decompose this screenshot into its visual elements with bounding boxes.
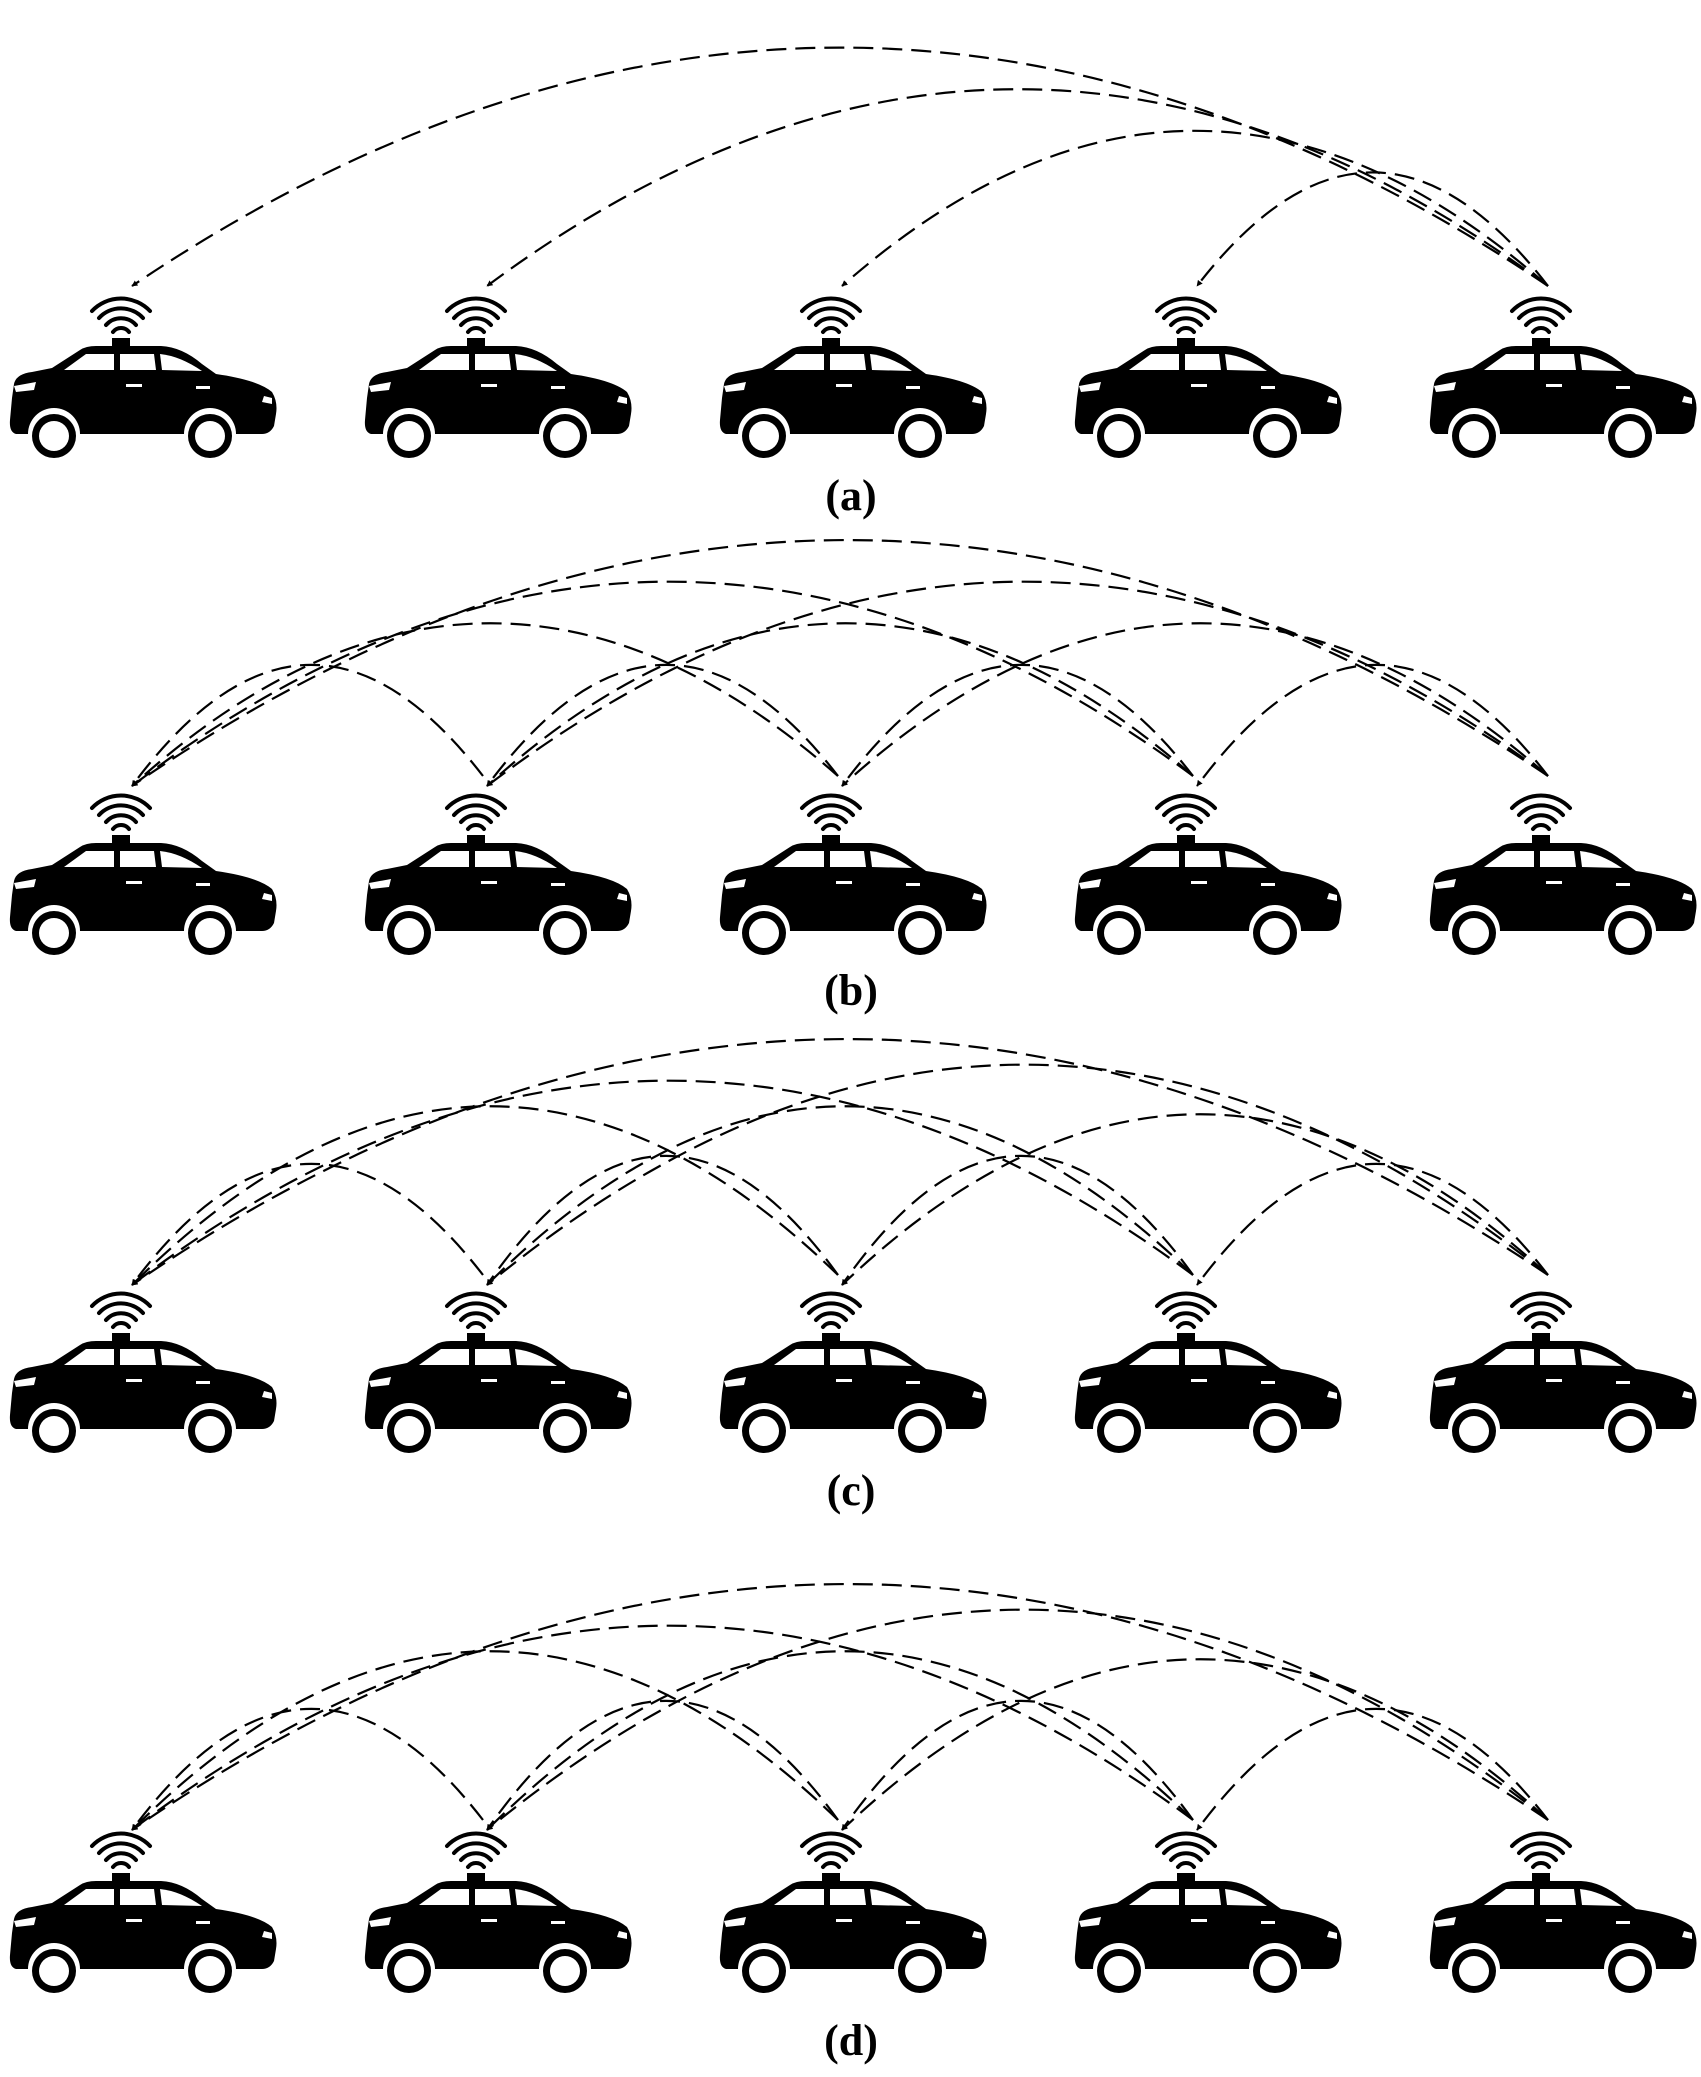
wifi-signal-icon	[1155, 1291, 1217, 1329]
link-car5-to-car1	[131, 1038, 1549, 1286]
wifi-signal-icon	[800, 1831, 862, 1869]
panel-a: (a)	[9, 46, 1697, 520]
link-car3-to-car1	[131, 1105, 839, 1286]
connected-car-icon	[9, 793, 277, 955]
link-car4-to-car3	[841, 663, 1194, 787]
link-car5-to-car3	[841, 129, 1549, 287]
link-car4-to-car2	[486, 1650, 1194, 1831]
panel-label: (d)	[824, 2016, 878, 2065]
panel-label: (c)	[827, 1466, 876, 1515]
wifi-signal-icon	[90, 1831, 152, 1869]
connected-car-icon	[1074, 1291, 1342, 1453]
connected-car-icon	[719, 793, 987, 955]
link-car5-to-car2	[486, 1608, 1549, 1831]
connected-car-icon	[1074, 296, 1342, 458]
connected-car-icon	[9, 296, 277, 458]
connected-car-icon	[364, 296, 632, 458]
link-car5-to-car1	[131, 46, 1549, 287]
link-car4-to-car1	[131, 1624, 1194, 1831]
link-car5-to-car1	[131, 1583, 1549, 1831]
wifi-signal-icon	[1155, 793, 1217, 831]
link-car5-to-car2	[486, 1063, 1549, 1286]
wifi-signal-icon	[800, 296, 862, 334]
wifi-signal-icon	[445, 296, 507, 334]
panel-d: (d)	[9, 1583, 1697, 2065]
link-car2-to-car1	[131, 1707, 484, 1831]
link-car4-to-car1	[131, 1079, 1194, 1286]
link-car5-to-car4	[1196, 1707, 1549, 1831]
connected-car-icon	[364, 793, 632, 955]
panel-label: (b)	[824, 966, 878, 1015]
wifi-signal-icon	[1510, 793, 1572, 831]
connected-car-icon	[1429, 793, 1697, 955]
connected-car-icon	[9, 1291, 277, 1453]
link-car3-to-car1	[131, 622, 839, 787]
wifi-signal-icon	[1510, 1831, 1572, 1869]
connected-car-icon	[364, 1831, 632, 1993]
wifi-signal-icon	[1510, 1291, 1572, 1329]
link-car5-to-car3	[841, 1658, 1549, 1831]
wifi-signal-icon	[90, 1291, 152, 1329]
connected-car-icon	[1429, 296, 1697, 458]
link-car3-to-car2	[486, 663, 839, 787]
link-car5-to-car4	[1196, 171, 1549, 287]
wifi-signal-icon	[800, 1291, 862, 1329]
connected-car-icon	[1074, 793, 1342, 955]
link-car3-to-car2	[486, 1699, 839, 1831]
link-car4-to-car3	[841, 1699, 1194, 1831]
wifi-signal-icon	[1510, 296, 1572, 334]
connected-car-icon	[1429, 1831, 1697, 1993]
link-car2-to-car1	[131, 663, 484, 787]
wifi-signal-icon	[90, 793, 152, 831]
link-car5-to-car3	[841, 1113, 1549, 1286]
link-car2-to-car1	[131, 1162, 484, 1286]
wifi-signal-icon	[800, 793, 862, 831]
connected-car-icon	[9, 1831, 277, 1993]
link-car5-to-car2	[486, 580, 1549, 787]
link-car5-to-car1	[131, 539, 1549, 787]
connected-car-icon	[364, 1291, 632, 1453]
wifi-signal-icon	[445, 1291, 507, 1329]
panel-label: (a)	[825, 471, 876, 520]
wifi-signal-icon	[445, 1831, 507, 1869]
panel-b: (b)	[9, 539, 1697, 1015]
connected-car-icon	[719, 296, 987, 458]
link-car5-to-car4	[1196, 1162, 1549, 1286]
link-car4-to-car1	[131, 580, 1194, 787]
link-car4-to-car2	[486, 1105, 1194, 1286]
link-car5-to-car2	[486, 88, 1549, 287]
wifi-signal-icon	[90, 296, 152, 334]
wifi-signal-icon	[1155, 296, 1217, 334]
link-car3-to-car2	[486, 1154, 839, 1286]
link-car3-to-car1	[131, 1650, 839, 1831]
link-car4-to-car2	[486, 622, 1194, 787]
wifi-signal-icon	[1155, 1831, 1217, 1869]
link-car5-to-car3	[841, 622, 1549, 787]
connected-car-icon	[1429, 1291, 1697, 1453]
connected-car-icon	[719, 1291, 987, 1453]
link-car4-to-car3	[841, 1154, 1194, 1286]
wifi-signal-icon	[445, 793, 507, 831]
connected-car-icon	[719, 1831, 987, 1993]
connected-car-icon	[1074, 1831, 1342, 1993]
link-car5-to-car4	[1196, 663, 1549, 787]
panel-c: (c)	[9, 1038, 1697, 1515]
